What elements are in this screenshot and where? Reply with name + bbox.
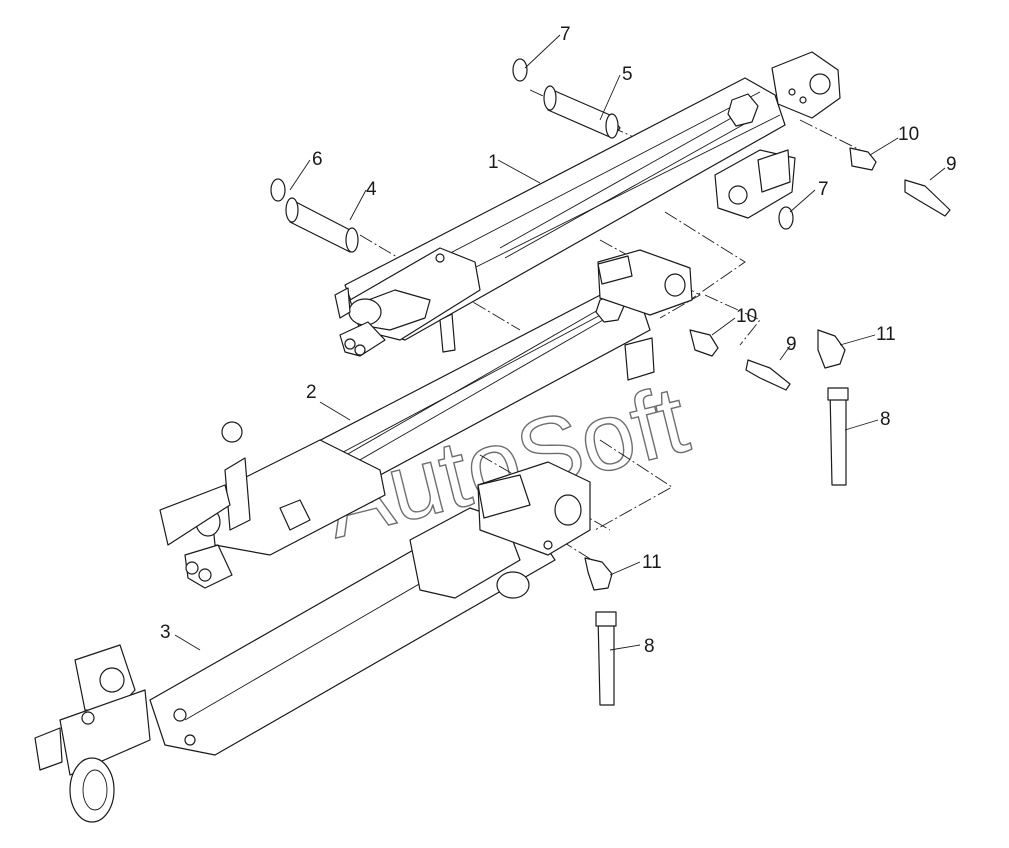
callout-4: 4 xyxy=(366,179,377,200)
callout-5: 5 xyxy=(622,64,633,85)
callout-11-right: 11 xyxy=(876,324,896,345)
callout-1: 1 xyxy=(488,152,499,173)
callout-7-right: 7 xyxy=(818,179,829,200)
hydraulic-fittings xyxy=(584,147,951,706)
callout-8-lower: 8 xyxy=(644,636,655,657)
callout-11-lower: 11 xyxy=(642,552,662,573)
callout-9-top: 9 xyxy=(946,154,957,175)
cylinder-3 xyxy=(34,461,591,823)
cylinder-1 xyxy=(334,51,841,357)
callout-10-mid: 10 xyxy=(736,306,757,327)
callout-2: 2 xyxy=(306,382,317,403)
callout-9-mid: 9 xyxy=(786,334,797,355)
callout-10-top: 10 xyxy=(898,124,919,145)
callout-8-right: 8 xyxy=(880,409,891,430)
callout-7-top: 7 xyxy=(560,24,571,45)
pin-5 xyxy=(543,85,621,139)
callout-6: 6 xyxy=(312,149,323,170)
pin-4 xyxy=(285,197,359,253)
callout-3: 3 xyxy=(160,622,171,643)
leader-lines xyxy=(174,34,946,651)
retaining-rings xyxy=(270,58,794,230)
callout-labels: 1 2 3 4 5 6 7 7 8 8 9 9 10 10 11 11 xyxy=(160,24,957,657)
cylinder-2 xyxy=(159,249,693,589)
